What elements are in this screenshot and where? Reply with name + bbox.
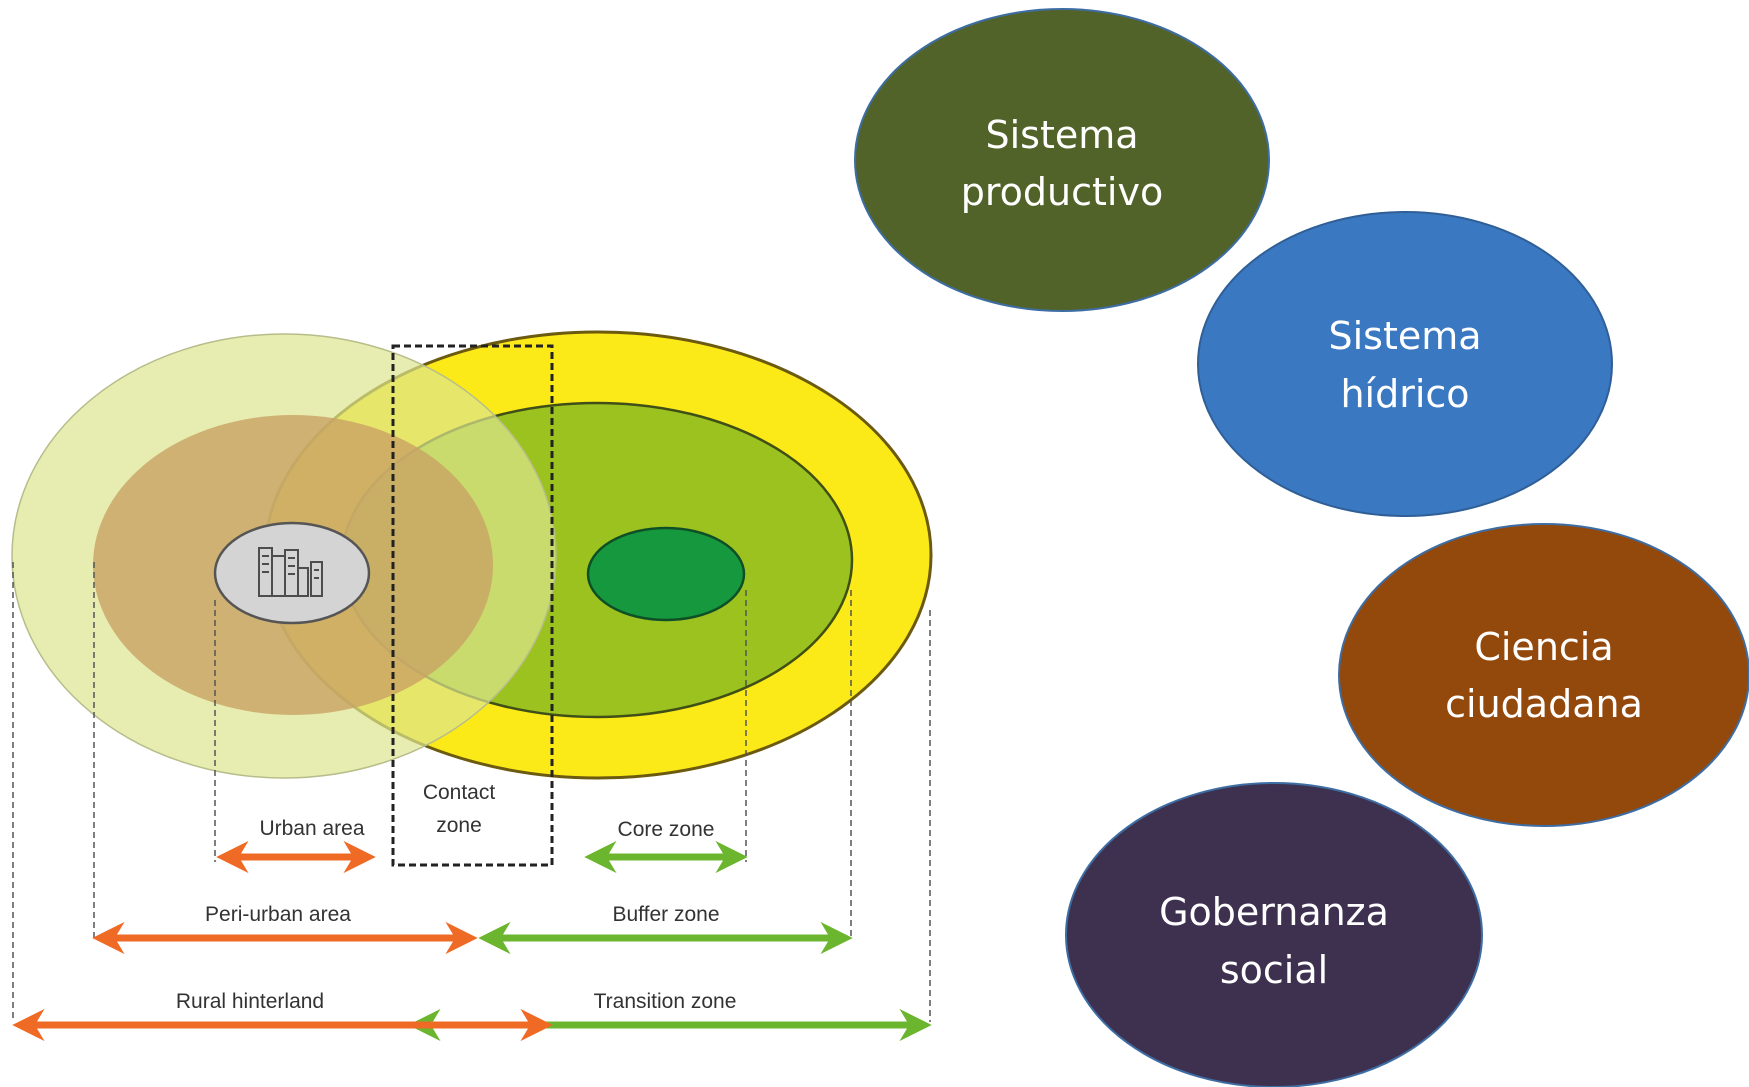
bubble-sistema-hidrico: Sistema hídrico bbox=[1197, 211, 1613, 517]
contact-zone-label-line1: Contact bbox=[423, 781, 496, 804]
bubble-gobernanza-social-shape bbox=[1065, 782, 1483, 1087]
bubble-ciencia-ciudadana: Ciencia ciudadana bbox=[1338, 523, 1749, 827]
guide-lines bbox=[12, 562, 931, 1022]
bubble-gobernanza-social: Gobernanza social bbox=[1065, 782, 1483, 1087]
bubble-sistema-hidrico-shape bbox=[1197, 211, 1613, 517]
bubble-sistema-hidrico-line2: hídrico bbox=[1340, 372, 1469, 416]
bubble-gobernanza-social-line1: Gobernanza bbox=[1159, 890, 1389, 934]
city-buildings-icon bbox=[258, 547, 323, 597]
zones-diagram: Contact zone Urban area Core zone Peri-u… bbox=[11, 330, 933, 1042]
core-zone-ellipse bbox=[586, 526, 746, 622]
bubble-ciencia-ciudadana-line1: Ciencia bbox=[1474, 625, 1613, 669]
transition-zone-label: Transition zone bbox=[594, 990, 737, 1013]
core-zone-label: Core zone bbox=[618, 818, 715, 841]
contact-zone-box bbox=[391, 344, 554, 867]
rural-hinterland-label: Rural hinterland bbox=[176, 990, 324, 1013]
contact-zone-label-line2: zone bbox=[436, 814, 482, 837]
bubble-gobernanza-social-line2: social bbox=[1220, 948, 1328, 992]
bubble-ciencia-ciudadana-line2: ciudadana bbox=[1445, 682, 1643, 726]
bubble-sistema-productivo-line1: Sistema bbox=[985, 113, 1138, 157]
bubble-ciencia-ciudadana-shape bbox=[1338, 523, 1749, 827]
bubble-sistema-productivo-shape bbox=[854, 8, 1270, 312]
urban-area-label: Urban area bbox=[259, 817, 364, 840]
buffer-zone-label: Buffer zone bbox=[612, 903, 719, 926]
bubble-sistema-productivo-line2: productivo bbox=[961, 170, 1163, 214]
peri-urban-area-label: Peri-urban area bbox=[205, 903, 351, 926]
bubble-sistema-hidrico-line1: Sistema bbox=[1328, 314, 1481, 358]
bubble-sistema-productivo: Sistema productivo bbox=[854, 8, 1270, 312]
